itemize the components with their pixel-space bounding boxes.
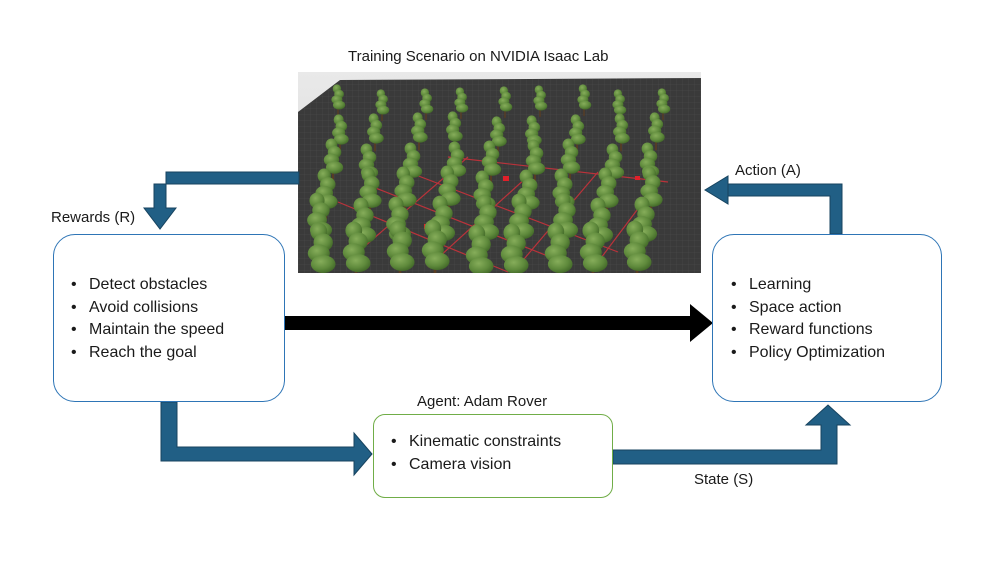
tree-foliage — [447, 130, 463, 142]
action-arrow — [704, 175, 843, 235]
tree-trunk — [655, 140, 657, 151]
tree-trunk — [490, 173, 492, 185]
tree-foliage — [420, 104, 434, 114]
tree-foliage — [468, 257, 494, 273]
list-item: Maintain the speed — [64, 319, 284, 342]
tree-trunk — [337, 107, 339, 116]
tree-trunk — [569, 171, 571, 183]
tree-foliage — [389, 253, 415, 272]
tree-foliage — [325, 161, 344, 174]
learning-box: Learning Space action Reward functions P… — [712, 234, 942, 402]
list-item: Detect obstacles — [64, 274, 284, 297]
tree-trunk — [534, 172, 536, 184]
tree-trunk — [433, 266, 437, 273]
tree-foliage — [578, 100, 592, 110]
tree-foliage — [626, 253, 652, 272]
tree-foliage — [649, 131, 665, 143]
state-label: State (S) — [694, 471, 754, 488]
rewards-box: Detect obstacles Avoid collisions Mainta… — [53, 234, 285, 402]
tree-trunk — [497, 144, 499, 155]
tree-trunk — [339, 142, 341, 153]
learning-list: Learning Space action Reward functions P… — [724, 274, 941, 364]
rewards-list: Detect obstacles Avoid collisions Mainta… — [64, 274, 284, 364]
tree-trunk — [381, 112, 383, 121]
tree-foliage — [424, 252, 450, 271]
simulation-scene-image — [298, 72, 701, 273]
tree-foliage — [368, 132, 384, 144]
state-arrow — [612, 404, 852, 465]
tree-trunk — [576, 142, 578, 153]
list-item: Policy Optimization — [724, 342, 941, 365]
tree-field — [307, 84, 671, 273]
list-item: Avoid collisions — [64, 297, 284, 320]
scene-title: Training Scenario on NVIDIA Isaac Lab — [348, 48, 609, 65]
list-item: Learning — [724, 274, 941, 297]
tree-foliage — [570, 133, 586, 145]
tree-foliage — [499, 102, 513, 112]
tree-foliage — [562, 161, 581, 174]
tree-trunk — [539, 108, 541, 117]
list-item: Space action — [724, 297, 941, 320]
list-item: Reward functions — [724, 319, 941, 342]
tree-trunk — [504, 109, 506, 118]
action-label: Action (A) — [735, 162, 801, 179]
tree-foliage — [547, 255, 573, 273]
tree-trunk — [332, 171, 334, 183]
agent-list: Kinematic constraints Camera vision — [384, 431, 612, 476]
tree-trunk — [583, 107, 585, 116]
tree-foliage — [333, 133, 349, 145]
tree-foliage — [657, 104, 671, 114]
main-flow-arrow — [285, 304, 713, 342]
tree-foliage — [503, 256, 529, 273]
tree-foliage — [455, 103, 469, 113]
list-item: Camera vision — [384, 454, 612, 477]
rewards-to-agent-arrow — [160, 401, 373, 477]
tree-foliage — [483, 163, 502, 176]
tree-trunk — [425, 111, 427, 120]
tree-trunk — [620, 141, 622, 152]
tree-trunk — [460, 110, 462, 119]
tree-foliage — [332, 100, 346, 110]
tree-foliage — [412, 131, 428, 143]
tree-foliage — [310, 255, 336, 273]
agent-box: Kinematic constraints Camera vision — [373, 414, 613, 498]
list-item: Kinematic constraints — [384, 431, 612, 454]
tree-foliage — [534, 101, 548, 111]
tree-foliage — [527, 162, 546, 175]
tree-trunk — [418, 140, 420, 151]
rewards-label: Rewards (R) — [51, 209, 136, 226]
tree-foliage — [614, 132, 630, 144]
tree-trunk — [662, 111, 664, 120]
list-item: Reach the goal — [64, 342, 284, 365]
tree-foliage — [491, 135, 507, 147]
tree-foliage — [582, 254, 608, 273]
tree-foliage — [345, 254, 371, 273]
tree-foliage — [376, 105, 390, 115]
agent-title: Agent: Adam Rover — [417, 393, 548, 410]
tree-trunk — [374, 141, 376, 152]
tree-foliage — [613, 105, 627, 115]
rewards-feedback-arrow — [142, 171, 300, 230]
